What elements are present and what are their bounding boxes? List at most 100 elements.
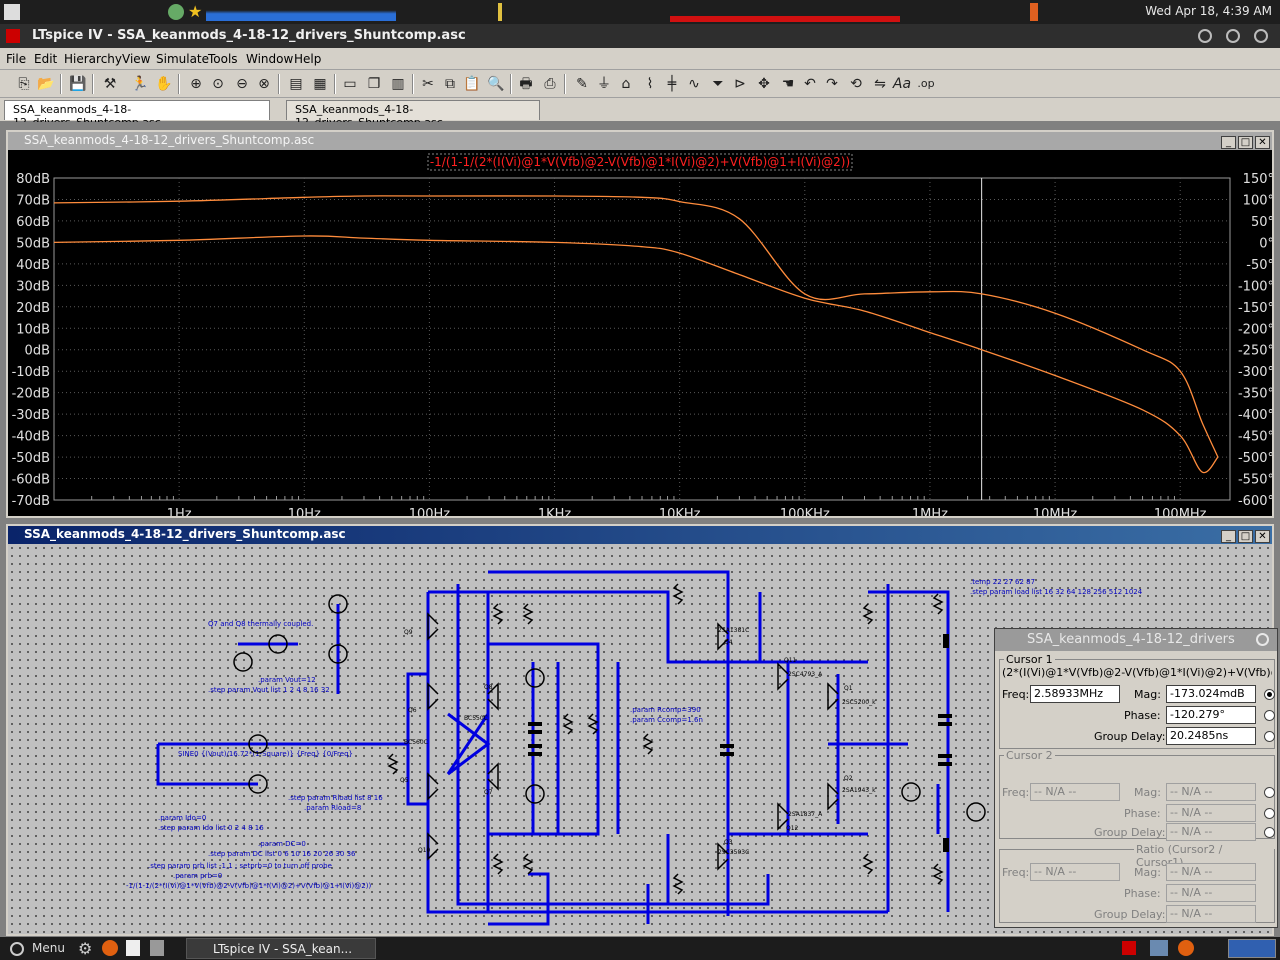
restore-icon[interactable]: □ <box>1238 530 1253 543</box>
cursor1-gd-field[interactable]: 20.2485ns <box>1166 727 1256 745</box>
save-icon[interactable]: 💾 <box>69 76 87 92</box>
menu-simulate[interactable]: Simulate <box>156 52 210 66</box>
tile-horizontal-icon[interactable]: ▭ <box>343 76 357 92</box>
schematic-drawing[interactable]: Q7 and Q8 thermally coupled. .param Vout… <box>8 544 1272 934</box>
cascade-icon[interactable]: ❐ <box>367 76 381 92</box>
spice-directive-icon[interactable]: .op <box>917 77 935 90</box>
trace-expression-box[interactable] <box>427 153 853 171</box>
menu-window[interactable]: Window <box>246 52 294 66</box>
zoom-fit-icon[interactable]: ⊗ <box>258 76 270 92</box>
text-editor-icon[interactable] <box>126 940 140 956</box>
y-right-tick-label: -250° <box>1238 344 1272 359</box>
open-icon[interactable]: 📂 <box>37 76 55 92</box>
menu-help[interactable]: Help <box>294 52 322 66</box>
cursor2-mag-label: Mag: <box>1134 786 1161 799</box>
cursor1-phase-field[interactable]: -120.279° <box>1166 706 1256 724</box>
restore-icon[interactable]: □ <box>1238 136 1253 149</box>
control-panel-icon[interactable]: ⚒ <box>103 76 117 92</box>
drag-icon[interactable]: ☚ <box>781 76 795 92</box>
tab-schematic-1[interactable]: SSA_keanmods_4-18-12_drivers_Shuntcomp.a… <box>4 100 270 129</box>
new-schematic-icon[interactable]: ⎘ <box>18 76 30 92</box>
trace-expression-label[interactable]: -1/(1-1/(2*(I(Vi)@1*V(Vfb)@2-V(Vfb)@1*I(… <box>430 155 850 169</box>
calculator-icon[interactable] <box>150 940 164 956</box>
system-clock[interactable]: Wed Apr 18, 4:39 AM <box>1145 4 1272 18</box>
rotate-icon[interactable]: ⟲ <box>850 76 862 92</box>
cursor1-freq-field[interactable]: 2.58933MHz <box>1030 685 1120 703</box>
wire-icon[interactable]: ✎ <box>576 76 588 92</box>
menu-hierarchy[interactable]: Hierarchy <box>64 52 123 66</box>
tile-vertical-icon[interactable]: ▥ <box>391 76 405 92</box>
paste-icon[interactable]: 📋 <box>463 76 481 92</box>
close-icon[interactable]: ✕ <box>1255 530 1270 543</box>
cursor1-mag-radio[interactable] <box>1264 689 1275 700</box>
component-icon[interactable]: ⊳ <box>734 76 746 92</box>
cut-icon[interactable]: ✂ <box>422 76 434 92</box>
minimize-icon[interactable]: _ <box>1221 530 1236 543</box>
ground-icon[interactable]: ⏚ <box>597 76 611 92</box>
diode-icon[interactable]: ⏷ <box>712 76 724 92</box>
undo-icon[interactable]: ↶ <box>804 76 816 92</box>
taskbar-ltspice[interactable]: LTspice IV - SSA_kean... <box>186 938 376 959</box>
app-launcher-icon[interactable] <box>4 4 20 20</box>
waveform-window-title[interactable]: SSA_keanmods_4-18-12_drivers_Shuntcomp.a… <box>8 132 1272 150</box>
phase-trace[interactable] <box>53 195 1219 458</box>
cursor2-phase-radio[interactable] <box>1264 808 1275 819</box>
cursor2-mag-radio[interactable] <box>1264 787 1275 798</box>
grid-icon[interactable]: ▦ <box>313 76 327 92</box>
close-icon[interactable]: ✕ <box>1255 136 1270 149</box>
redo-icon[interactable]: ↷ <box>826 76 838 92</box>
maximize-button[interactable] <box>1226 29 1240 43</box>
minimize-button[interactable] <box>1198 29 1212 43</box>
zoom-out-icon[interactable]: ⊖ <box>236 76 248 92</box>
print-icon[interactable]: 🖶 <box>519 76 533 92</box>
print-setup-icon[interactable]: ⎙ <box>544 76 556 92</box>
menu-view[interactable]: View <box>122 52 151 66</box>
window-titlebar: LTspice IV - SSA_keanmods_4-18-12_driver… <box>0 24 1280 48</box>
cursor2-gd-radio[interactable] <box>1264 827 1275 838</box>
menu-file[interactable]: File <box>6 52 27 66</box>
cursor1-mag-field[interactable]: -173.024mdB <box>1166 685 1256 703</box>
tab-schematic-2[interactable]: SSA_keanmods_4-18-12_drivers_Shuntcomp.a… <box>286 100 540 129</box>
label-net-icon[interactable]: ⌂ <box>621 76 631 92</box>
y-left-tick-label: 40dB <box>16 258 50 273</box>
resistor-icon[interactable]: ⌇ <box>646 76 654 92</box>
run-icon[interactable]: 🏃 <box>131 76 149 92</box>
find-icon[interactable]: 🔍 <box>487 76 505 92</box>
autorange-icon[interactable]: ▤ <box>289 76 303 92</box>
svg-text:Q9: Q9 <box>404 629 413 636</box>
workspace-switcher[interactable] <box>1228 939 1276 958</box>
menu-tools[interactable]: Tools <box>208 52 238 66</box>
inductor-icon[interactable]: ∿ <box>688 76 700 92</box>
cursor-dialog-title[interactable]: SSA_keanmods_4-18-12_drivers <box>995 629 1277 651</box>
zoom-in-icon[interactable]: ⊕ <box>190 76 202 92</box>
svg-text:Q1: Q1 <box>844 685 853 692</box>
cursor1-phase-radio[interactable] <box>1264 710 1275 721</box>
move-icon[interactable]: ✥ <box>758 76 770 92</box>
ratio-gd-field: -- N/A -- <box>1166 905 1256 923</box>
magnitude-trace[interactable] <box>53 235 1219 474</box>
browser-tray-icon[interactable] <box>1178 940 1194 956</box>
capacitor-icon[interactable]: ╪ <box>667 76 677 92</box>
minimize-icon[interactable]: _ <box>1221 136 1236 149</box>
network-tray-icon[interactable] <box>1150 940 1168 956</box>
settings-icon[interactable]: ⚙ <box>78 939 93 958</box>
cursor1-phase-label: Phase: <box>1124 709 1161 722</box>
menu-launcher-icon[interactable] <box>10 942 24 956</box>
text-icon[interactable]: Aa <box>892 76 912 92</box>
schematic-window-title[interactable]: SSA_keanmods_4-18-12_drivers_Shuntcomp.a… <box>8 526 1272 544</box>
play-icon[interactable] <box>168 4 184 20</box>
close-button[interactable] <box>1254 29 1268 43</box>
pan-icon[interactable]: ⊙ <box>212 76 224 92</box>
halt-icon[interactable]: ✋ <box>155 76 173 92</box>
ltspice-tray-icon[interactable] <box>1122 941 1136 955</box>
menu-edit[interactable]: Edit <box>34 52 58 66</box>
mirror-icon[interactable]: ⇋ <box>874 76 886 92</box>
copy-icon[interactable]: ⧉ <box>445 76 455 92</box>
star-icon[interactable]: ★ <box>188 2 203 21</box>
firefox-icon[interactable] <box>102 940 118 956</box>
cursor1-gd-radio[interactable] <box>1264 731 1275 742</box>
taskbar-menu[interactable]: Menu <box>32 941 65 955</box>
dialog-close-icon[interactable] <box>1256 633 1269 646</box>
